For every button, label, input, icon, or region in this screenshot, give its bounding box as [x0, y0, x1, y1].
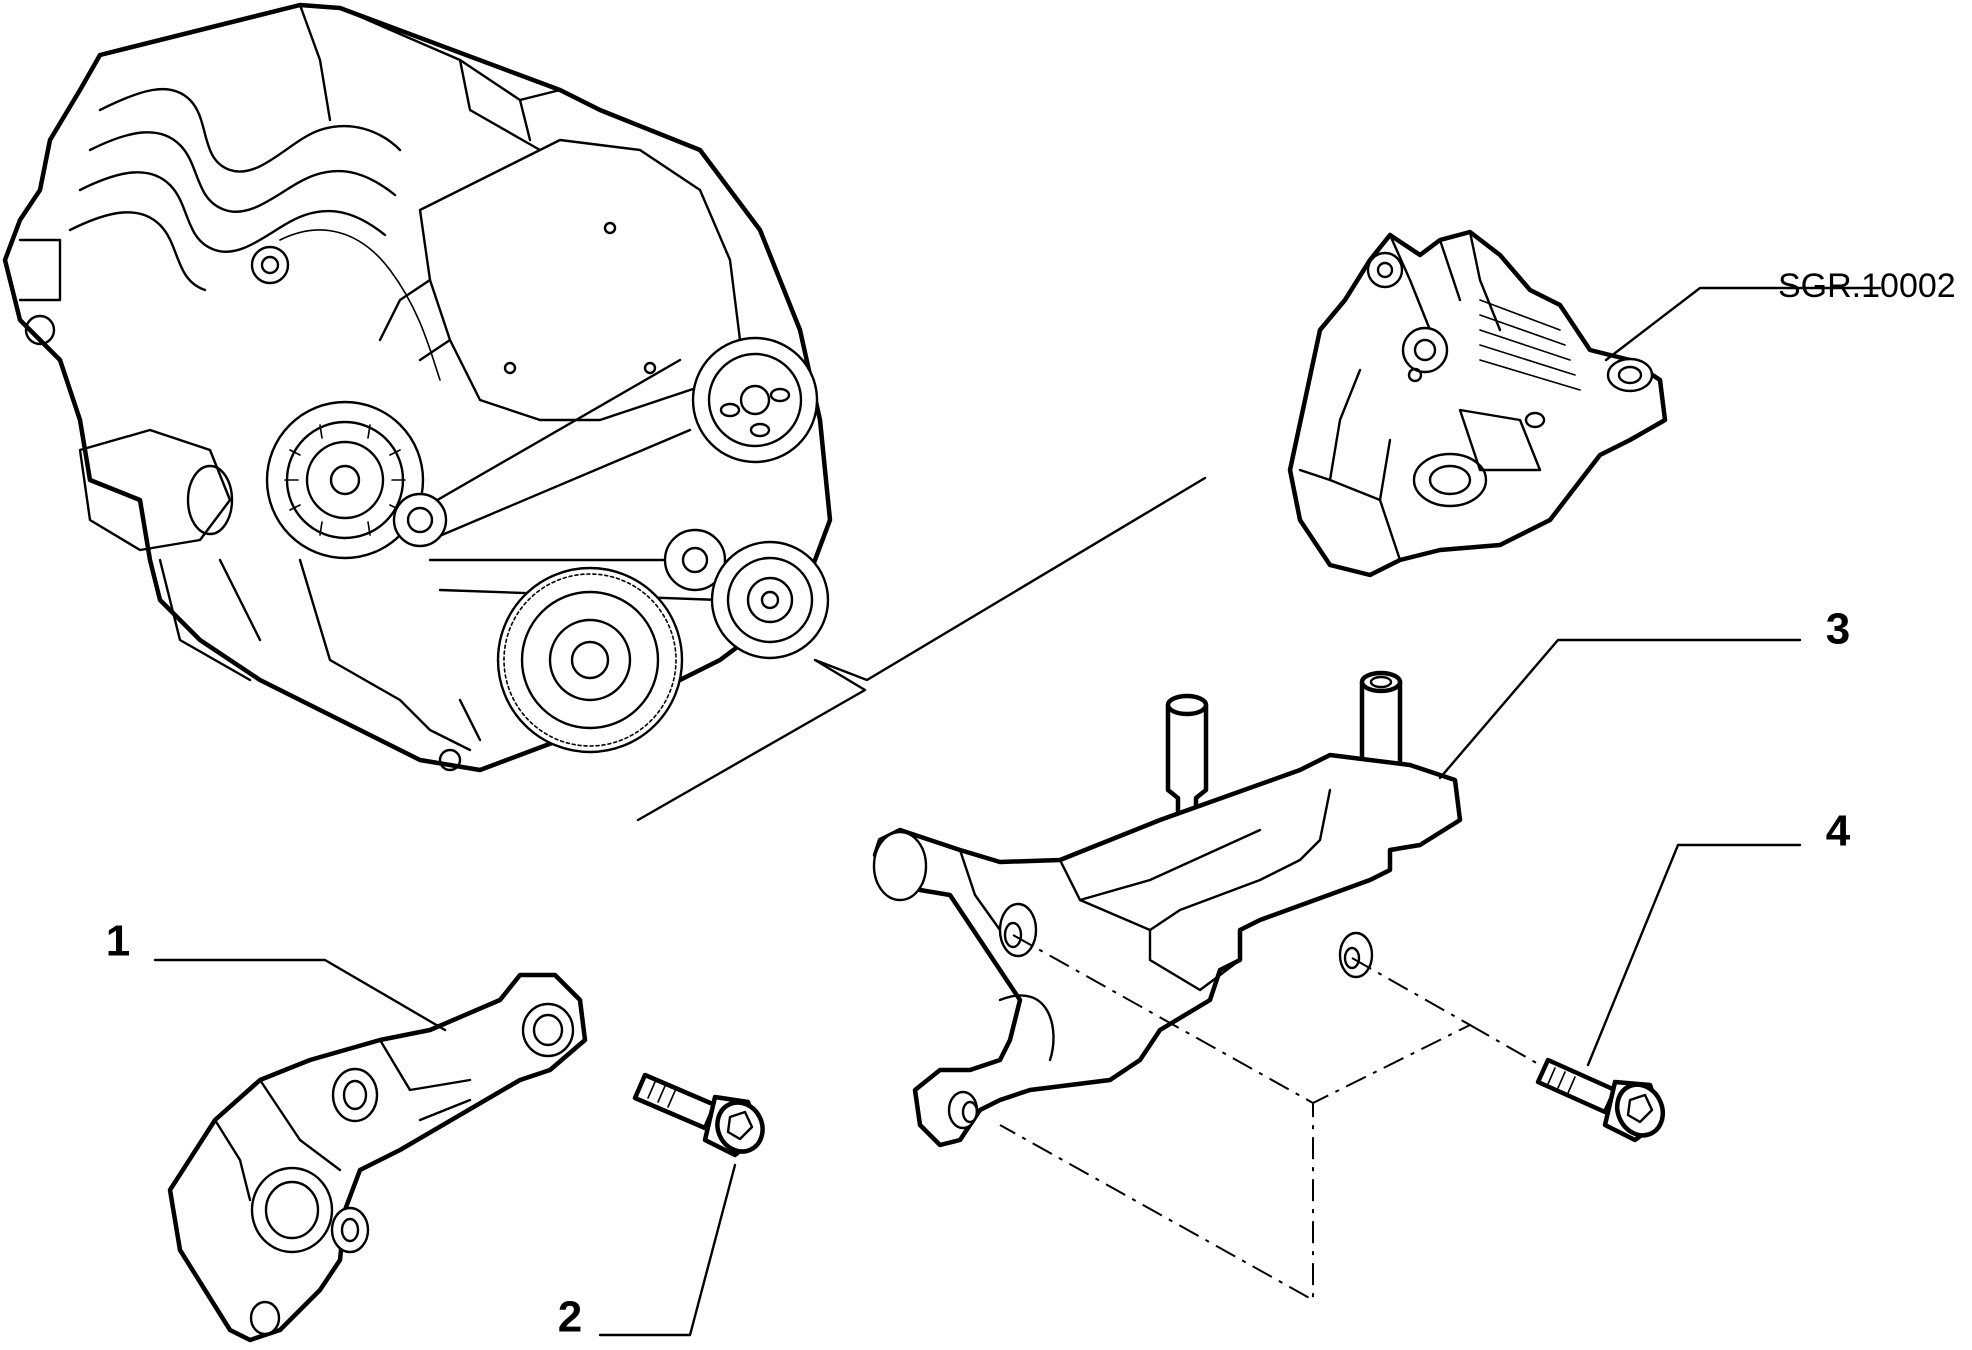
engine-block-icon: [2, 2, 833, 773]
hex-socket-bolt-icon: [1535, 1057, 1666, 1143]
callout-leader-lines: [153, 286, 1882, 1337]
callout-3: 3: [1826, 605, 1850, 654]
callout-4: 4: [1826, 807, 1851, 856]
leader-2: [598, 1163, 737, 1337]
leader-3: [1438, 638, 1802, 780]
assembly-guide-lines: [999, 934, 1541, 1302]
hex-socket-bolt-icon: [632, 1072, 765, 1158]
leader-1: [153, 958, 447, 1032]
engine-mount-bracket-icon: [167, 972, 588, 1343]
callout-2: 2: [558, 1293, 582, 1342]
rubber-engine-mount-icon: [1287, 229, 1668, 578]
leader-ref: [1604, 286, 1882, 362]
engine-pointer-line: [636, 476, 1207, 822]
callout-1: 1: [106, 917, 130, 966]
leader-4: [1586, 843, 1802, 1067]
support-bracket-with-studs-icon: [872, 670, 1463, 1148]
reference-code: SGR.10002: [1778, 267, 1956, 305]
